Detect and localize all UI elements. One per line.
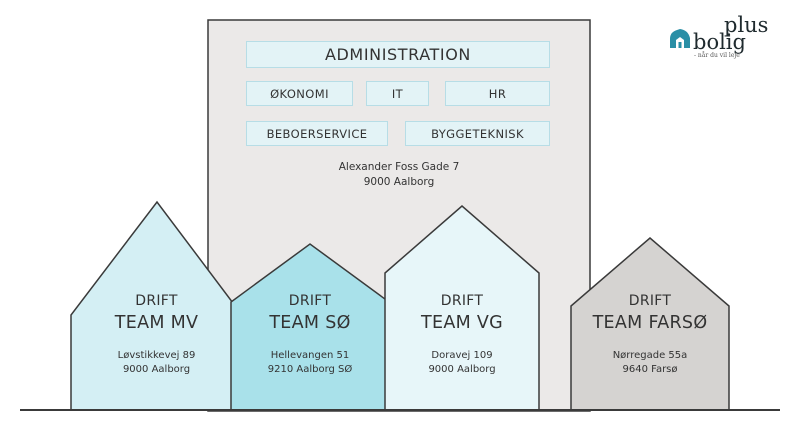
team-farso-address: Nørregade 55a 9640 Farsø xyxy=(571,349,729,377)
house-icon xyxy=(670,29,690,48)
unit-it: IT xyxy=(366,81,429,106)
team-so-city: 9210 Aalborg SØ xyxy=(267,364,353,375)
team-mv-street: Løvstikkevej 89 xyxy=(117,350,196,361)
unit-byggeteknisk: BYGGETEKNISK xyxy=(405,121,550,146)
administration-address: Alexander Foss Gade 7 9000 Aalborg xyxy=(208,160,590,190)
team-mv-address: Løvstikkevej 89 9000 Aalborg xyxy=(71,349,242,377)
team-so-name: TEAM SØ xyxy=(269,313,351,333)
team-vg-street: Doravej 109 xyxy=(431,350,493,361)
administration-title: ADMINISTRATION xyxy=(246,41,550,68)
logo-word-plus: plus xyxy=(724,13,769,37)
administration-street: Alexander Foss Gade 7 xyxy=(338,161,460,173)
team-vg-label: DRIFT xyxy=(440,293,484,309)
team-so-card: DRIFT TEAM SØ Hellevangen 51 9210 Aalbor… xyxy=(231,293,389,377)
administration-city: 9000 Aalborg xyxy=(363,176,435,188)
team-farso-card: DRIFT TEAM FARSØ Nørregade 55a 9640 Fars… xyxy=(571,293,729,377)
team-so-label: DRIFT xyxy=(288,293,332,309)
team-mv-city: 9000 Aalborg xyxy=(122,364,191,375)
logo-tagline: - når du vil leje xyxy=(694,52,740,59)
unit-beboerservice: BEBOERSERVICE xyxy=(246,121,388,146)
unit-okonomi: ØKONOMI xyxy=(246,81,353,106)
team-mv-label: DRIFT xyxy=(135,293,178,309)
unit-hr: HR xyxy=(445,81,550,106)
team-vg-name: TEAM VG xyxy=(420,313,503,333)
team-farso-city: 9640 Farsø xyxy=(622,364,678,375)
team-so-street: Hellevangen 51 xyxy=(270,350,350,361)
team-mv-name: TEAM MV xyxy=(114,313,199,333)
logo-word-bolig: bolig xyxy=(693,30,746,54)
plusbolig-logo: plus bolig - når du vil leje xyxy=(664,14,776,64)
team-vg-address: Doravej 109 9000 Aalborg xyxy=(385,349,539,377)
team-vg-card: DRIFT TEAM VG Doravej 109 9000 Aalborg xyxy=(385,293,539,377)
team-so-address: Hellevangen 51 9210 Aalborg SØ xyxy=(231,349,389,377)
team-farso-name: TEAM FARSØ xyxy=(592,313,708,333)
team-mv-card: DRIFT TEAM MV Løvstikkevej 89 9000 Aalbo… xyxy=(71,293,242,377)
team-farso-label: DRIFT xyxy=(628,293,672,309)
team-vg-city: 9000 Aalborg xyxy=(428,364,496,375)
team-farso-street: Nørregade 55a xyxy=(612,350,688,361)
